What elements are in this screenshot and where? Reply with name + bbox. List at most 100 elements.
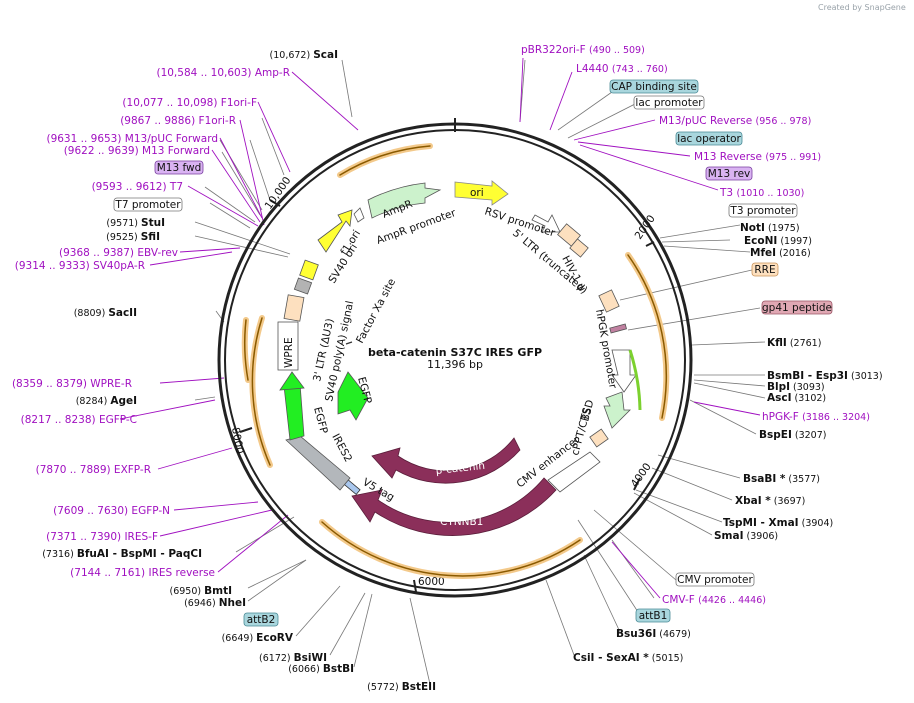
orf-arcs [241, 143, 670, 579]
ori-feature [454, 180, 509, 206]
egfp-outer-text: EGFP [311, 406, 330, 435]
laco-box: lac operator [675, 131, 743, 146]
m13rev-box-text: M13 rev [708, 168, 751, 180]
ires2-text: IRES2 [329, 432, 354, 464]
ampr-feature [367, 182, 442, 219]
lacp-box-text: lac promoter [635, 97, 703, 109]
egfp-outer-head [279, 371, 305, 391]
label-egfp-c: (8217 .. 8238) EGFP-C [21, 414, 137, 426]
label-f1ori-f: (10,077 .. 10,098) F1ori-F [122, 97, 257, 109]
label-tspmi: TspMI - XmaI (3904) [723, 517, 833, 529]
label-smai: SmaI (3906) [714, 530, 778, 542]
tick-label-6000: 6000 [418, 576, 445, 588]
attb2-box: attB2 [243, 612, 279, 627]
sv40-ori-grey [293, 277, 313, 295]
sv40-ori-feature [299, 259, 319, 281]
rre-feature [598, 289, 620, 313]
egfp-outer-feature [283, 383, 305, 441]
label-m13-rev-p: M13 Reverse (975 .. 991) [694, 151, 821, 163]
label-f1ori-r: (9867 .. 9886) F1ori-R [120, 115, 236, 127]
plasmid-name: beta-catenin S37C IRES GFP [368, 346, 542, 359]
label-asci: AscI (3102) [767, 392, 826, 404]
cap-box: CAP binding site [609, 79, 699, 94]
hpgk-text: hPGK promoter [593, 308, 619, 390]
fxa-text: Factor Xa site [354, 277, 398, 346]
laco-box-text: lac operator [677, 133, 741, 145]
f1-ori-feature [317, 209, 353, 253]
label-econi: EcoNI (1997) [744, 235, 812, 247]
ltr3-feature [283, 294, 305, 322]
attb1-box-text: attB1 [639, 610, 668, 622]
label-ires-f: (7371 .. 7390) IRES-F [46, 531, 158, 543]
cmvp-box-text: CMV promoter [677, 574, 753, 586]
m13fwd-box-text: M13 fwd [157, 162, 202, 174]
label-noti: NotI (1975) [740, 222, 800, 234]
tick-label-8000: 8000 [229, 426, 245, 454]
attb1-box: attB1 [635, 608, 671, 623]
label-ampr-r: (10,584 .. 10,603) Amp-R [156, 67, 290, 79]
bsd-text: BSD [579, 399, 596, 423]
fxa-feature [345, 341, 353, 345]
wpre-text: WPRE [283, 337, 295, 368]
m13fwd-box: M13 fwd [154, 160, 204, 175]
label-exfp-r: (7870 .. 7889) EXFP-R [36, 464, 151, 476]
plasmid-length: 11,396 bp [427, 358, 483, 371]
label-hpgk-f: hPGK-F (3186 .. 3204) [762, 411, 870, 423]
label-m13puc-rev: M13/pUC Reverse (956 .. 978) [659, 115, 811, 127]
attb2-box-text: attB2 [247, 614, 276, 626]
label-l4440: L4440 (743 .. 760) [576, 63, 668, 75]
label-egfp-n: (7609 .. 7630) EGFP-N [53, 505, 170, 517]
label-bstbi: (6066) BstBI [288, 663, 354, 675]
cmv-enh-feature [547, 451, 601, 493]
cmvp-box: CMV promoter [675, 572, 755, 587]
beta-catenin-text: β-catenin [435, 460, 485, 477]
leader-lines [194, 59, 766, 685]
label-mfei: MfeI (2016) [750, 247, 811, 259]
ctnnb1-text: CTNNB1 [440, 516, 483, 528]
gp41-box-text: gp41 peptide [762, 302, 832, 314]
beta-catenin-feature [371, 437, 521, 484]
primer-lines [119, 57, 761, 599]
egfp-inner-feature [337, 371, 369, 421]
label-m13puc-fwd: (9631 .. 9653) M13/pUC Forward [46, 133, 218, 145]
label-cmv-f: CMV-F (4426 .. 4446) [662, 594, 766, 606]
label-pbr322: pBR322ori-F (490 .. 509) [521, 44, 645, 56]
tick-marks [239, 118, 655, 593]
gp41-box: gp41 peptide [761, 300, 833, 315]
hiv-psi-feature [569, 238, 589, 258]
bsd-orf-arc [628, 349, 642, 411]
label-stui: (9571) StuI [106, 217, 165, 229]
label-agei: (8284) AgeI [76, 395, 137, 407]
ampr-promoter-feature [353, 207, 365, 223]
label-scai: (10,672) ScaI [270, 49, 338, 61]
label-ebv-rev: (9368 .. 9387) EBV-rev [59, 247, 178, 259]
lacp-box: lac promoter [633, 95, 705, 110]
cap-box-text: CAP binding site [611, 81, 697, 93]
label-t7: (9593 .. 9612) T7 [92, 181, 183, 193]
ctnnb1-feature [351, 477, 557, 536]
label-ecorv: (6649) EcoRV [222, 632, 294, 644]
gp41-feature [609, 323, 627, 334]
rsv-promoter-feature [531, 214, 561, 233]
label-wpre-r: (8359 .. 8379) WPRE-R [12, 378, 132, 390]
label-blpi: BlpI (3093) [767, 381, 825, 393]
outer-labels: (10,672) ScaI (10,584 .. 10,603) Amp-R (10… [12, 44, 883, 693]
t3p-box-text: T3 promoter [729, 205, 796, 217]
label-bsiwi: (6172) BsiWI [259, 652, 327, 664]
wpre-feature [277, 321, 299, 371]
t3p-box: T3 promoter [728, 203, 798, 218]
label-bsu36i: Bsu36I (4679) [616, 628, 691, 640]
cppt-feature [589, 428, 609, 448]
tick-label-4000: 4000 [629, 461, 654, 490]
label-t3: T3 (1010 .. 1030) [719, 187, 804, 199]
label-ires-rev: (7144 .. 7161) IRES reverse [70, 567, 215, 579]
label-bsteii: (5772) BstEII [367, 681, 436, 693]
rre-box: RRE [751, 262, 779, 277]
label-bspei: BspEI (3207) [759, 429, 826, 441]
label-sacii: (8809) SacII [74, 307, 137, 319]
label-m13-fwd: (9622 .. 9639) M13 Forward [64, 145, 210, 157]
label-bsabi: BsaBI * (3577) [743, 473, 820, 485]
label-sfii: (9525) SfiI [106, 231, 160, 243]
